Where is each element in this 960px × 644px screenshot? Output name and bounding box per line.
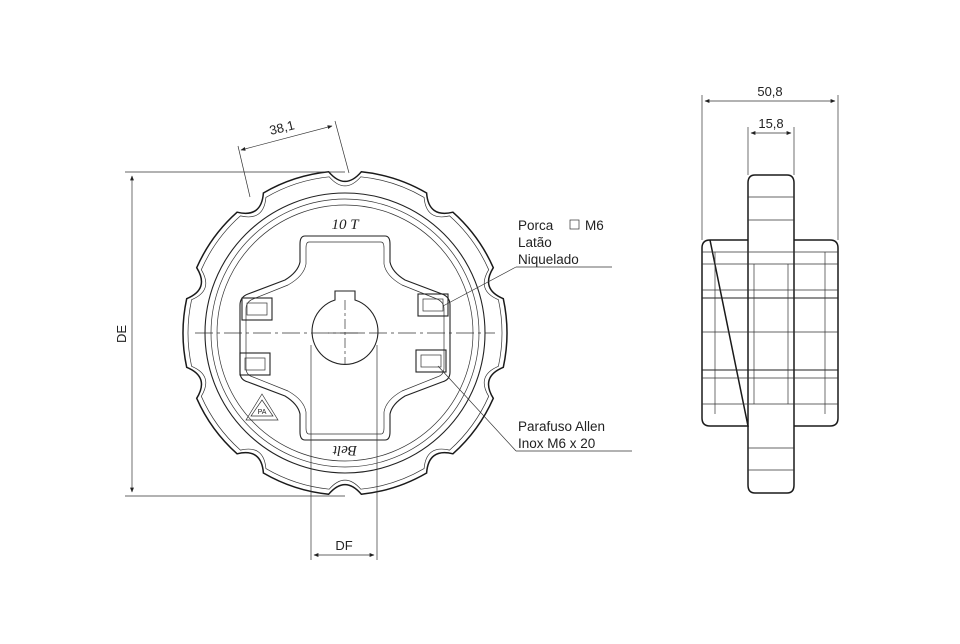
sprocket-outline [182, 171, 508, 495]
dim-hub-width-value: 15,8 [758, 116, 783, 131]
nut-pocket-bottom-right [415, 349, 447, 373]
recycle-code: PA [258, 409, 267, 416]
callout-nut-size: M6 [585, 218, 604, 233]
nut-pocket-top-right [417, 293, 449, 317]
dim-tooth-pitch: 38,1 [237, 117, 350, 198]
recycle-mark: PA [245, 393, 279, 421]
side-detail-lines [702, 196, 838, 471]
dim-tooth-pitch-value: 38,1 [268, 117, 296, 138]
side-hub [701, 239, 839, 427]
nut-pockets [239, 293, 449, 376]
nut-bottom-right [420, 354, 442, 368]
nut-bottom-left [244, 357, 266, 371]
callout-nut-line1: Porca [518, 218, 554, 233]
nut-top-left [246, 302, 268, 316]
nut-pocket-bottom-left [239, 352, 271, 376]
engraving-brand: Belt [332, 442, 357, 458]
dim-outer-diameter: DE [114, 171, 345, 497]
dim-total-width: 50,8 [701, 84, 839, 240]
bore-with-keyway [311, 290, 379, 365]
callout-nut: Porca M6 Latão Niquelado [442, 218, 612, 307]
callout-screw-line2: Inox M6 x 20 [518, 436, 595, 451]
front-view: 10 T Belt PA 38,1 DE DF [114, 117, 632, 560]
dim-total-width-value: 50,8 [757, 84, 782, 99]
dim-hub-width: 15,8 [747, 116, 795, 175]
dim-outer-diameter-label: DE [114, 325, 129, 343]
dim-bore: DF [310, 345, 378, 560]
engraving-teeth-count: 10 T [331, 217, 360, 233]
nut-pocket-top-left [241, 297, 273, 321]
callout-nut-line3: Niquelado [518, 252, 579, 267]
dim-bore-label: DF [335, 538, 352, 553]
side-tooth-band [747, 174, 795, 494]
callout-screw: Parafuso Allen Inox M6 x 20 [437, 365, 632, 452]
hub-cross-outer [239, 235, 451, 441]
sprocket-tooth-inner-edge [187, 176, 503, 490]
hub-cross-inner [245, 241, 445, 435]
square-symbol [569, 219, 580, 230]
side-view: 50,8 15,8 [701, 84, 839, 494]
nut-top-right [422, 298, 444, 312]
callout-nut-line2: Latão [518, 235, 552, 250]
callout-screw-line1: Parafuso Allen [518, 419, 605, 434]
